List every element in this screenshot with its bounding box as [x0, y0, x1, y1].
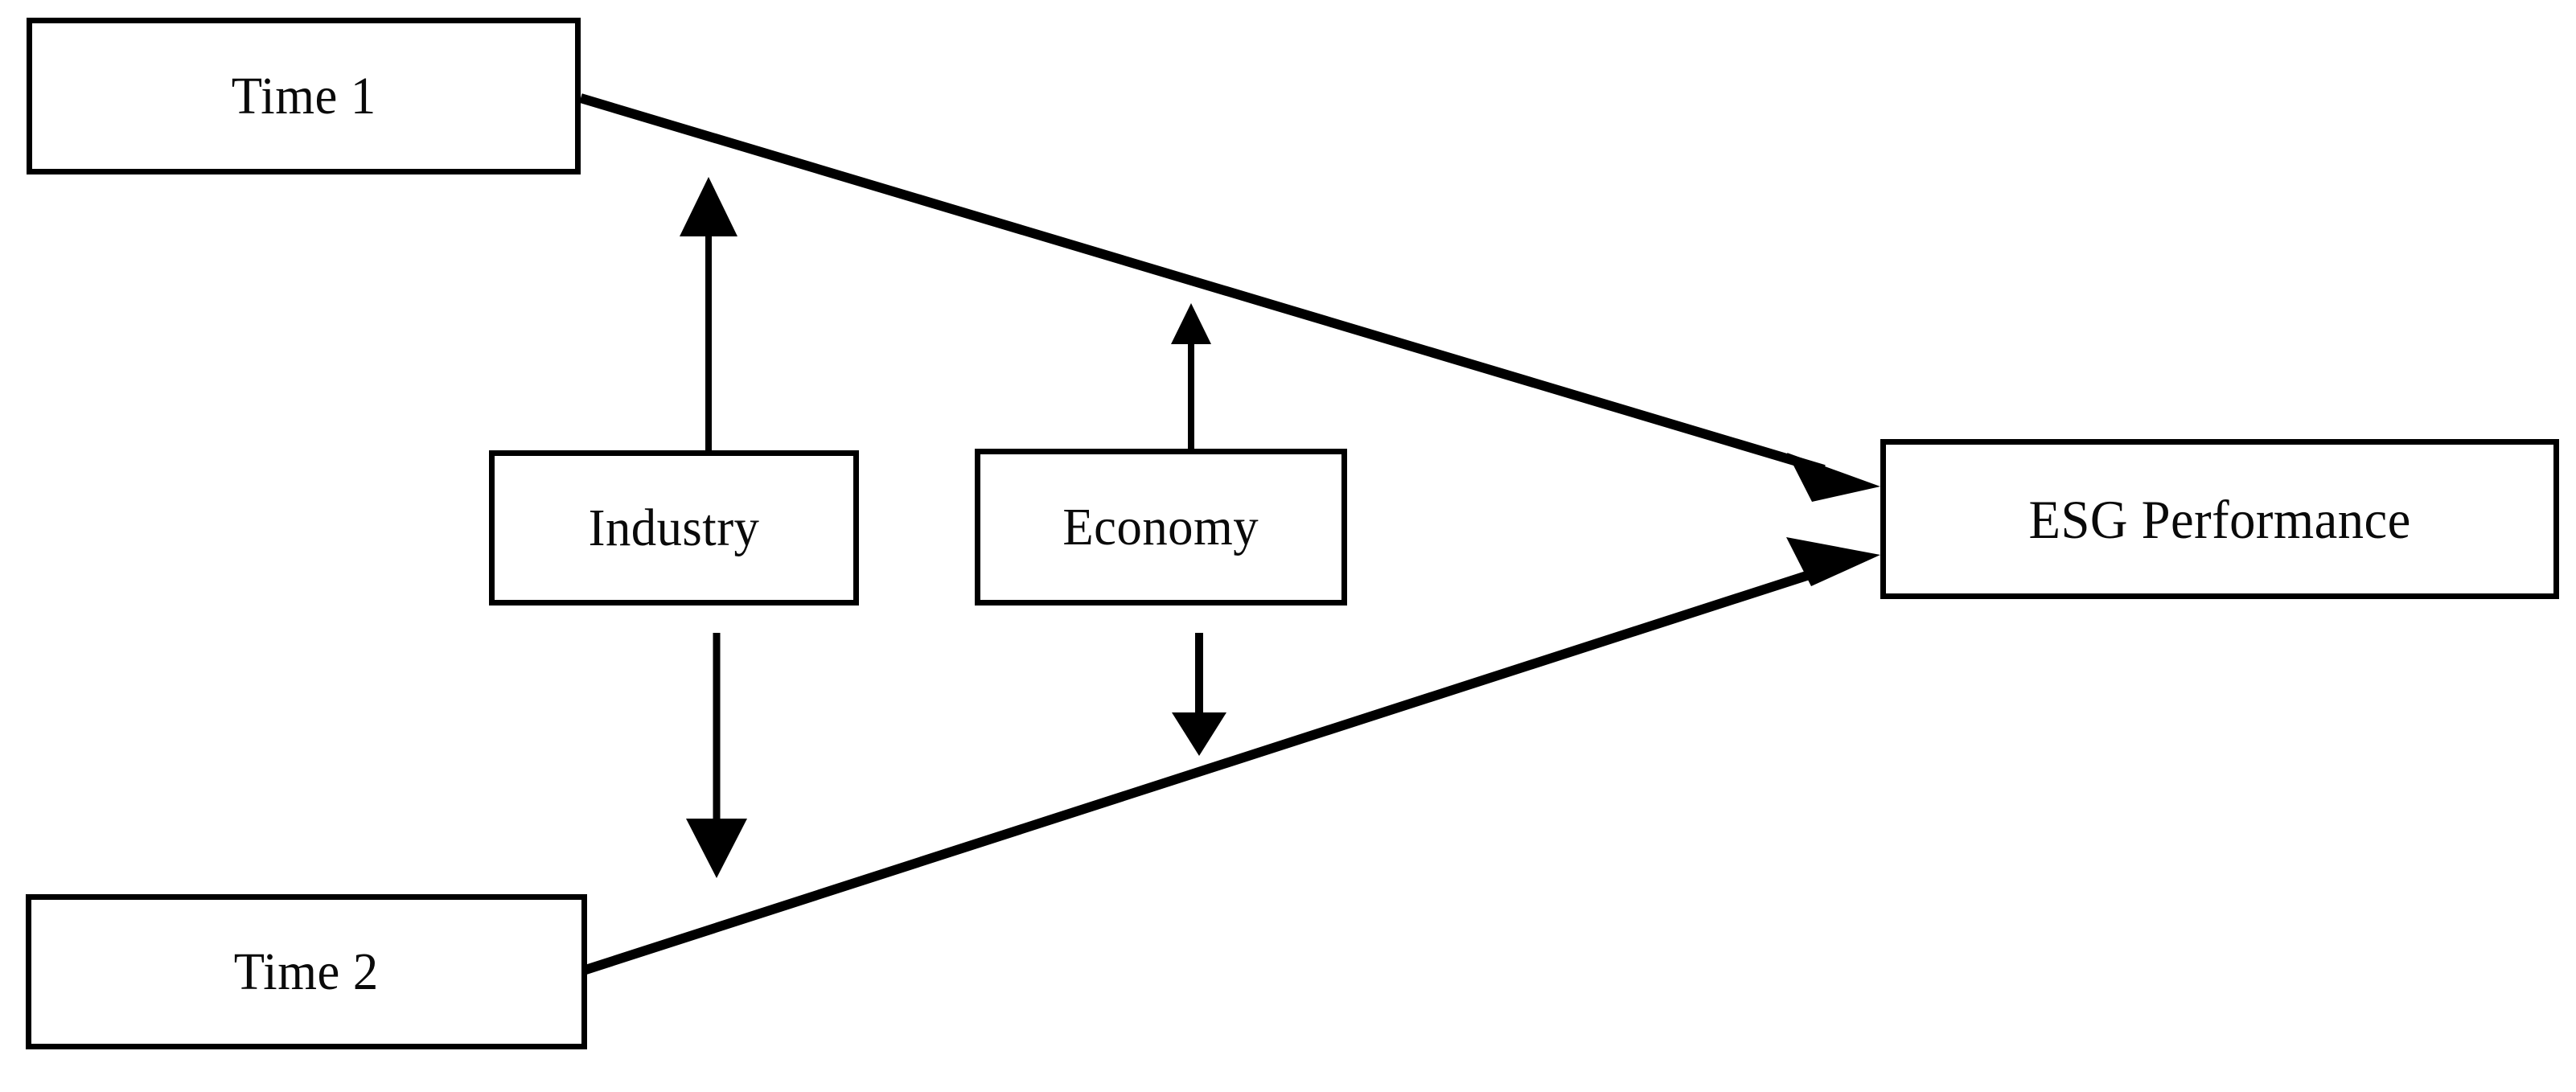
edge-industry-to-time1: [680, 177, 737, 450]
node-industry[interactable]: Industry: [489, 450, 859, 606]
edge-industry-to-time2: [686, 633, 747, 878]
edge-time2-to-esg: [579, 537, 1880, 976]
edge-economy-to-time2: [1172, 633, 1226, 756]
node-time1-label: Time 1: [231, 66, 376, 125]
node-time2[interactable]: Time 2: [26, 894, 587, 1049]
node-economy-label: Economy: [1062, 497, 1259, 556]
edge-time1-to-esg: [579, 93, 1880, 502]
node-industry-label: Industry: [588, 498, 760, 557]
node-esg-performance[interactable]: ESG Performance: [1880, 439, 2559, 599]
node-economy[interactable]: Economy: [975, 449, 1347, 606]
node-time1[interactable]: Time 1: [27, 18, 581, 174]
node-time2-label: Time 2: [234, 942, 379, 1001]
node-esg-performance-label: ESG Performance: [2028, 488, 2411, 550]
edge-economy-to-time1: [1171, 303, 1211, 449]
